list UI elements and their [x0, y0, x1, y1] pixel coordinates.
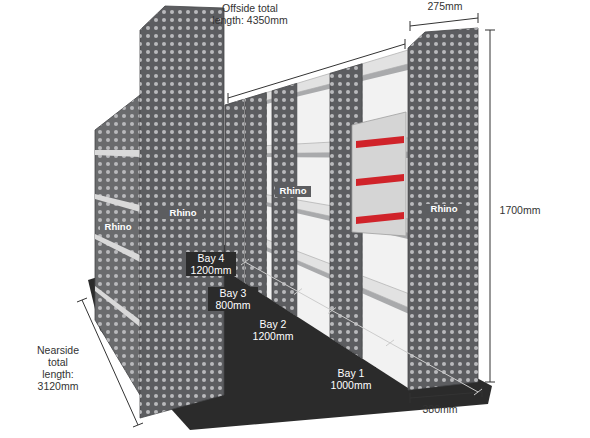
dimension-label: Offside total length: 4350mm	[208, 2, 292, 26]
dimension-tick	[478, 13, 479, 23]
bay-tick	[294, 289, 302, 295]
bay-tick	[474, 389, 482, 395]
nearside-length-line	[82, 300, 138, 425]
nearside-end-panel-holes	[140, 6, 224, 418]
drawer-front	[356, 174, 404, 186]
bay-dimension: Bay 3 800mm	[208, 287, 258, 311]
nearside-rack-side-holes	[95, 95, 140, 395]
offside-length-line	[228, 44, 405, 98]
bay-divider	[245, 93, 266, 297]
bay-tick	[386, 340, 394, 346]
bay-divider-holes	[245, 93, 266, 297]
nearside-end-panel	[140, 6, 224, 418]
dimension-label: Nearside total length: 3120mm	[33, 344, 83, 392]
nearside-shelf	[95, 234, 140, 262]
brand-logo: Rhino	[100, 222, 136, 233]
depth-line	[410, 18, 478, 26]
dimension-tick	[410, 393, 411, 403]
end-panel	[408, 28, 478, 390]
dimension-tick	[228, 93, 229, 103]
drawer-unit	[352, 112, 406, 236]
bay-divider	[272, 83, 297, 316]
dimension-tick	[405, 39, 406, 49]
bay-divider-holes	[272, 83, 297, 316]
dimension-tick	[77, 298, 87, 302]
dimension-label: 1700mm	[495, 204, 545, 216]
brand-logo: Rhino	[275, 186, 311, 197]
nearside-shelf	[95, 286, 140, 327]
drawer-front	[356, 212, 404, 224]
height-line	[490, 30, 491, 382]
dimension-tick	[133, 423, 143, 427]
bay-dimension: Bay 1 1000mm	[326, 367, 376, 391]
bay-dimension: Bay 2 1200mm	[248, 318, 298, 342]
dimension-label: 380mm	[415, 403, 465, 415]
dimension-tick	[485, 382, 495, 383]
nearside-rack-side	[95, 95, 140, 395]
bay-tick	[328, 308, 336, 314]
nearside-shelf	[95, 150, 140, 157]
dimension-tick	[410, 21, 411, 31]
depth-line	[410, 392, 482, 398]
nearside-shelf	[95, 194, 140, 212]
bay-tick	[241, 259, 249, 265]
dimension-tick	[482, 387, 483, 397]
dimension-label: 275mm	[417, 0, 473, 12]
bay-length-line	[245, 262, 478, 392]
brand-logo: Rhino	[423, 204, 465, 215]
dimension-tick	[485, 30, 495, 31]
brand-logo: Rhino	[162, 208, 204, 219]
drawer-front	[356, 136, 404, 148]
end-panel-holes	[408, 28, 478, 390]
bay-dimension: Bay 4 1200mm	[186, 252, 236, 276]
